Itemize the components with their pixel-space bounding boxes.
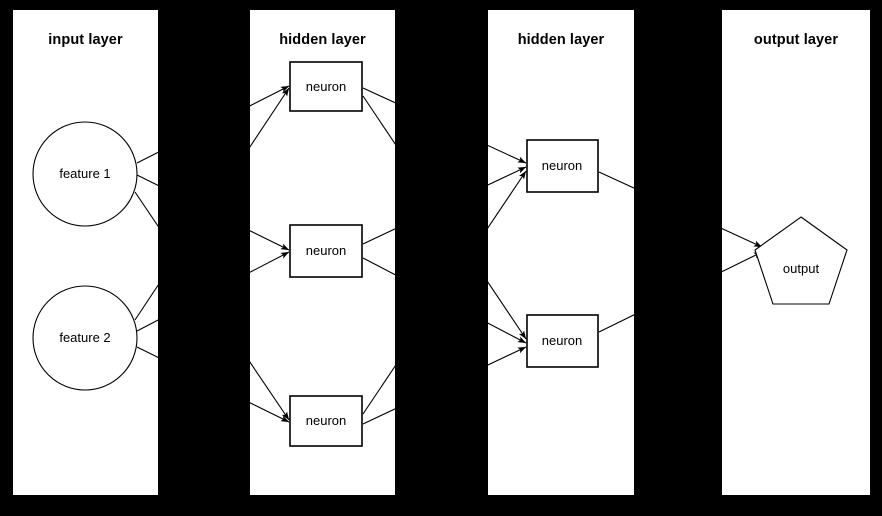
panel-input-layer: input layer [13,10,158,495]
panel-hidden-layer-1: hidden layer [250,10,395,495]
panel-hidden-layer-2: hidden layer [488,10,634,495]
panel-output-layer: output layer [722,10,870,495]
panel-title-hidden-layer-1: hidden layer [279,32,366,48]
panel-title-output-layer: output layer [753,32,839,48]
panel-title-input-layer: input layer [48,32,123,48]
panel-title-hidden-layer-2: hidden layer [517,32,605,48]
